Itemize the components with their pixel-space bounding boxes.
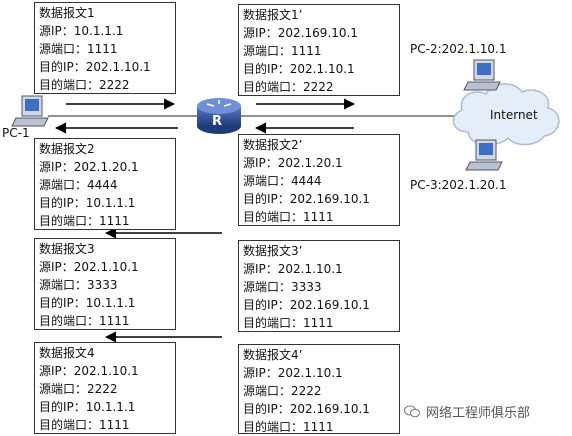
packet-box-3: 数据报文3 源IP：202.1.10.1 源端口：3333 目的IP：10.1.…	[34, 238, 176, 330]
packet-title: 数据报文1’	[243, 8, 303, 22]
packet-src-port: 源端口：2222	[39, 382, 118, 396]
packet-dst-ip: 目的IP：202.169.10.1	[243, 298, 370, 312]
packet-title: 数据报文4	[39, 346, 95, 360]
packet-dst-port: 目的端口：1111	[243, 420, 334, 434]
packet-title: 数据报文3’	[243, 244, 303, 258]
packet-dst-port: 目的端口：2222	[243, 80, 334, 94]
packet-dst-port: 目的端口：1111	[39, 418, 130, 432]
packet-dst-ip: 目的IP：10.1.1.1	[39, 196, 136, 210]
wechat-icon	[404, 405, 420, 418]
packet-src-port: 源端口：1111	[243, 44, 322, 58]
router-icon	[197, 98, 241, 134]
packet-dst-port: 目的端口：1111	[243, 316, 334, 330]
packet-title: 数据报文2’	[243, 138, 303, 152]
packet-dst-ip: 目的IP：202.169.10.1	[243, 192, 370, 206]
packet-src-ip: 源IP：202.1.10.1	[39, 260, 139, 274]
packet-title: 数据报文1	[39, 6, 95, 20]
pc1-icon	[11, 95, 49, 127]
packet-dst-ip: 目的IP：10.1.1.1	[39, 296, 136, 310]
packet-box-1: 数据报文1 源IP：10.1.1.1 源端口：1111 目的IP：202.1.1…	[34, 2, 176, 94]
packet-dst-port: 目的端口：1111	[39, 314, 130, 328]
packet-src-ip: 源IP：202.1.10.1	[243, 366, 343, 380]
watermark: 网络工程师俱乐部	[404, 402, 530, 421]
packet-dst-ip: 目的IP：202.169.10.1	[243, 402, 370, 416]
packet-box-2: 数据报文2 源IP：202.1.20.1 源端口：4444 目的IP：10.1.…	[34, 138, 176, 230]
pc1-label: PC-1	[2, 126, 30, 140]
packet-src-ip: 源IP：202.1.20.1	[39, 160, 139, 174]
packet-box-3p: 数据报文3’ 源IP：202.1.10.1 源端口：3333 目的IP：202.…	[238, 240, 400, 332]
packet-src-ip: 源IP：202.1.20.1	[243, 156, 343, 170]
packet-src-port: 源端口：4444	[39, 178, 118, 192]
packet-dst-ip: 目的IP：202.1.10.1	[39, 60, 151, 74]
packet-src-ip: 源IP：202.169.10.1	[243, 26, 358, 40]
packet-box-1p: 数据报文1’ 源IP：202.169.10.1 源端口：1111 目的IP：20…	[238, 4, 400, 96]
packet-src-port: 源端口：1111	[39, 42, 118, 56]
packet-dst-ip: 目的IP：202.1.10.1	[243, 62, 355, 76]
packet-src-port: 源端口：3333	[243, 280, 322, 294]
pc3-icon	[465, 139, 503, 171]
packet-box-4p: 数据报文4’ 源IP：202.1.10.1 源端口：2222 目的IP：202.…	[238, 344, 400, 434]
pc2-label: PC-2:202.1.10.1	[410, 42, 507, 56]
packet-src-ip: 源IP：10.1.1.1	[39, 24, 124, 38]
packet-box-4: 数据报文4 源IP：202.1.10.1 源端口：2222 目的IP：10.1.…	[34, 342, 176, 434]
packet-dst-port: 目的端口：2222	[39, 78, 130, 92]
packet-title: 数据报文2	[39, 142, 95, 156]
packet-src-ip: 源IP：202.1.10.1	[243, 262, 343, 276]
packet-box-2p: 数据报文2’ 源IP：202.1.20.1 源端口：4444 目的IP：202.…	[238, 134, 400, 226]
watermark-text: 网络工程师俱乐部	[426, 406, 531, 421]
pc2-icon	[463, 59, 501, 91]
packet-title: 数据报文3	[39, 242, 95, 256]
packet-src-port: 源端口：3333	[39, 278, 118, 292]
router-label: R	[212, 114, 223, 129]
packet-src-ip: 源IP：202.1.10.1	[39, 364, 139, 378]
packet-dst-ip: 目的IP：10.1.1.1	[39, 400, 136, 414]
packet-src-port: 源端口：4444	[243, 174, 322, 188]
packet-dst-port: 目的端口：1111	[243, 210, 334, 224]
internet-label: Internet	[490, 108, 538, 122]
packet-dst-port: 目的端口：1111	[39, 214, 130, 228]
pc3-label: PC-3:202.1.20.1	[410, 178, 507, 192]
packet-src-port: 源端口：2222	[243, 384, 322, 398]
internet-cloud-icon	[452, 83, 560, 146]
packet-title: 数据报文4’	[243, 348, 303, 362]
